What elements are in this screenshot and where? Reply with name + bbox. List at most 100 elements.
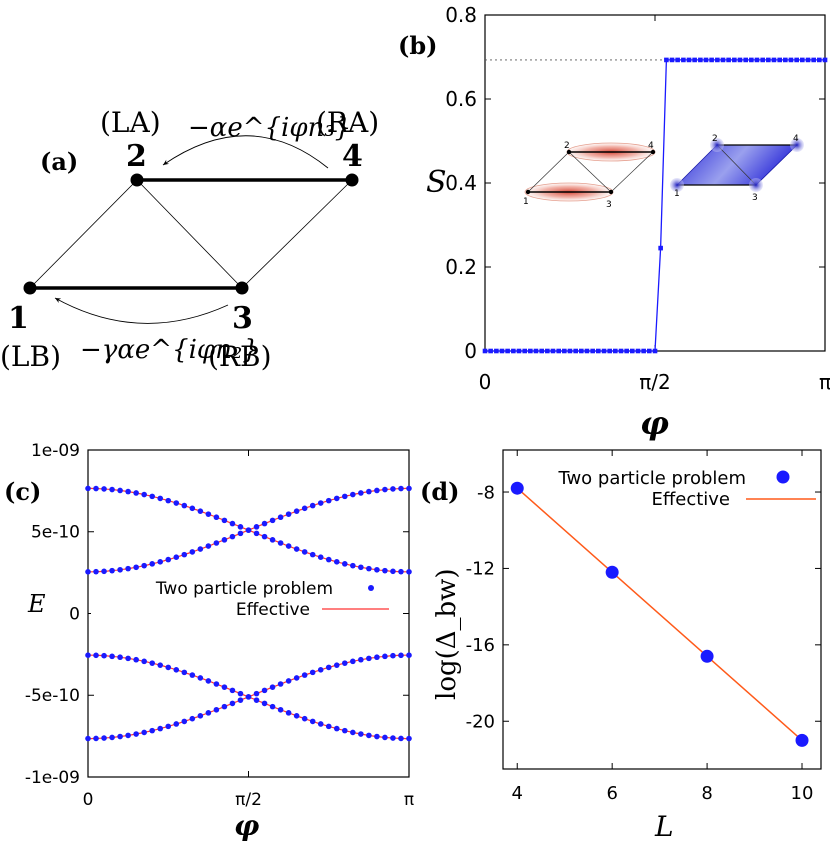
- panel-c-point: [277, 706, 284, 713]
- panel-c-point: [157, 495, 164, 502]
- panel-c-point: [85, 735, 91, 742]
- panel-b-point: [567, 348, 573, 354]
- panel-b-point: [601, 348, 607, 354]
- panel-b-point: [573, 348, 578, 354]
- panel-b-point: [686, 57, 692, 63]
- panel-c-point: [285, 511, 292, 517]
- panel-c-point: [366, 565, 372, 572]
- x-tick-label: π: [404, 790, 414, 810]
- panel-b-points: [482, 57, 828, 354]
- panel-c-point: [157, 559, 164, 565]
- panel-c-label: (c): [4, 477, 41, 506]
- site-2-name: (LA): [100, 106, 161, 139]
- site-1-number: 1: [8, 301, 29, 336]
- panel-c-point: [101, 735, 107, 741]
- panel-d-point: [700, 649, 714, 663]
- panel-b-point: [607, 348, 612, 354]
- panel-d-legend-line-label: Effective: [651, 489, 730, 510]
- panel-b-point: [743, 57, 749, 63]
- panel-c-point: [229, 700, 236, 707]
- panel-b-point: [629, 348, 635, 354]
- panel-d-legend-points-label: Two particle problem: [557, 468, 746, 489]
- panel-c-point: [261, 533, 268, 540]
- panel-d-point: [510, 481, 524, 495]
- panel-c-point: [165, 664, 172, 671]
- panel-c-point: [117, 566, 123, 573]
- panel-b-point: [794, 57, 799, 63]
- panel-c-point: [229, 520, 236, 527]
- site-3-node: [235, 281, 249, 295]
- panel-c-point: [390, 735, 396, 741]
- panel-b-point: [499, 348, 505, 354]
- site-4-node: [345, 173, 359, 187]
- panel-b-point: [675, 57, 680, 63]
- panel-c-point: [398, 735, 404, 742]
- panel-c-legend-points-marker: [368, 585, 374, 591]
- panel-c-point: [173, 554, 180, 560]
- panel-c-point: [390, 568, 396, 575]
- panel-c-point: [317, 554, 324, 560]
- panel-c-legend-points-label: Two particle problem: [155, 579, 333, 599]
- panel-c-point: [285, 543, 292, 549]
- panel-c-point: [366, 732, 372, 739]
- panel-c-point: [221, 684, 228, 690]
- panel-c-point: [342, 493, 348, 500]
- y-tick-label: -16: [466, 635, 495, 656]
- panel-b-point: [703, 57, 709, 63]
- panel-b-point: [766, 57, 771, 63]
- panel-b-point: [584, 348, 590, 354]
- panel-c-point: [141, 491, 147, 498]
- inset-left-site-2: 2: [564, 141, 570, 151]
- panel-c-point: [269, 703, 276, 710]
- panel-c-point: [189, 505, 196, 512]
- panel-c-point: [374, 654, 380, 661]
- panel-c-point: [342, 561, 348, 567]
- panel-c-point: [229, 533, 236, 540]
- panel-c-point: [181, 718, 188, 725]
- panel-c-point: [325, 497, 332, 504]
- panel-b-label: (b): [398, 31, 438, 60]
- panel-b-point: [516, 348, 522, 354]
- panel-c-point: [93, 652, 99, 659]
- panel-c-point: [342, 727, 348, 734]
- panel-b-point: [777, 57, 782, 63]
- inset-left-bond-2-3: [568, 151, 612, 193]
- panel-c-point: [165, 723, 172, 730]
- panel-c-point: [93, 568, 99, 575]
- y-tick-label: 1e-09: [31, 441, 80, 461]
- panel-b-point: [681, 57, 686, 63]
- x-tick-label: 4: [512, 783, 523, 804]
- panel-b-point: [669, 57, 675, 63]
- panel-b-point: [635, 348, 641, 354]
- panel-c-point: [173, 500, 180, 506]
- x-tick-label: π/2: [235, 790, 262, 810]
- x-tick-label: 10: [791, 783, 814, 804]
- panel-d-xlabel: L: [654, 810, 674, 843]
- panel-c-point: [117, 654, 123, 661]
- panel-c-point: [253, 530, 260, 537]
- panel-c-point: [133, 656, 139, 663]
- inset-left-site-4: 4: [648, 141, 654, 151]
- panel-b-point: [641, 348, 646, 354]
- panel-b-point: [511, 348, 516, 354]
- panel-c-point: [189, 715, 196, 722]
- panel-b-point: [488, 348, 493, 354]
- panel-c-point: [189, 672, 196, 678]
- panel-c-point: [398, 568, 404, 575]
- panel-c-point: [197, 508, 204, 514]
- panel-c-point: [125, 732, 131, 739]
- panel-c-point: [85, 569, 91, 575]
- panel-c-point: [213, 540, 220, 546]
- panel-c-point: [197, 546, 204, 552]
- panel-b-ylabel: S: [426, 165, 447, 200]
- panel-c-point: [157, 662, 164, 668]
- x-tick-label: π/2: [639, 370, 671, 394]
- panel-c-point: [237, 524, 244, 530]
- panel-c-point: [358, 490, 364, 496]
- panel-c-point: [213, 514, 220, 521]
- panel-c-point: [237, 690, 244, 697]
- panel-c-point: [109, 734, 115, 741]
- inset-right-fill: [676, 144, 798, 186]
